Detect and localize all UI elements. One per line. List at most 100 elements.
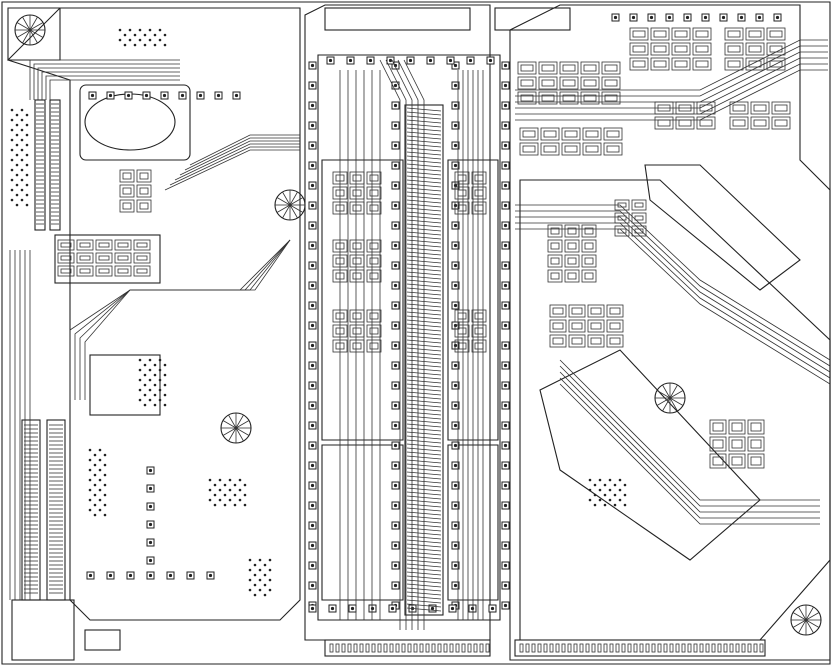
pad-hole bbox=[310, 423, 315, 428]
pad-hole bbox=[503, 243, 508, 248]
chip-inner bbox=[750, 422, 762, 432]
pad-hole bbox=[503, 503, 508, 508]
chip-array bbox=[747, 453, 765, 469]
fiducial-spoke bbox=[656, 390, 671, 399]
pad-hole bbox=[503, 303, 508, 308]
pad-hole bbox=[503, 183, 508, 188]
fiducial-spoke bbox=[805, 619, 820, 628]
connector-pin bbox=[485, 643, 490, 653]
via bbox=[153, 383, 157, 387]
chip-inner bbox=[122, 202, 132, 210]
chip-array bbox=[366, 186, 382, 200]
pad-hole bbox=[757, 15, 762, 20]
chip-array bbox=[547, 239, 563, 253]
pad-hole bbox=[667, 15, 672, 20]
via bbox=[248, 578, 252, 582]
trace bbox=[515, 51, 828, 103]
chip-array bbox=[76, 239, 94, 251]
via bbox=[613, 483, 617, 487]
pad-hole bbox=[503, 123, 508, 128]
via bbox=[15, 173, 19, 177]
via bbox=[118, 28, 122, 32]
chip-array bbox=[745, 27, 765, 41]
chip-inner bbox=[60, 268, 72, 274]
fiducial-spoke bbox=[276, 197, 291, 206]
chip-array bbox=[57, 239, 75, 251]
chip-array bbox=[564, 224, 580, 238]
chip-inner bbox=[139, 172, 149, 180]
chip-array bbox=[766, 27, 786, 41]
via bbox=[148, 398, 152, 402]
trace bbox=[164, 149, 300, 191]
via bbox=[138, 388, 142, 392]
chip-inner bbox=[699, 104, 713, 112]
via bbox=[138, 28, 142, 32]
chip-inner bbox=[674, 45, 688, 53]
chip-inner bbox=[550, 257, 560, 265]
chip-array bbox=[547, 269, 563, 283]
via bbox=[268, 578, 272, 582]
via bbox=[148, 378, 152, 382]
chip-array bbox=[366, 309, 382, 323]
chip-array bbox=[747, 436, 765, 452]
via bbox=[153, 43, 157, 47]
chip-inner bbox=[584, 272, 594, 280]
pad-hole bbox=[388, 58, 393, 63]
chip-inner bbox=[731, 439, 743, 449]
chip-array bbox=[119, 169, 135, 183]
chip-inner bbox=[352, 257, 362, 265]
fiducial-spoke bbox=[22, 16, 31, 31]
chip-array bbox=[582, 142, 602, 156]
connector-pin bbox=[603, 643, 608, 653]
chip-array bbox=[724, 42, 744, 56]
connector-pin bbox=[681, 643, 686, 653]
trace bbox=[74, 239, 291, 400]
pad-hole bbox=[310, 223, 315, 228]
chip-array bbox=[724, 27, 744, 41]
pad-hole bbox=[180, 93, 185, 98]
trace bbox=[397, 59, 419, 630]
chip-inner bbox=[520, 94, 534, 102]
connector-pin bbox=[705, 643, 710, 653]
pad-hole bbox=[393, 123, 398, 128]
chip-inner bbox=[369, 257, 379, 265]
chip-inner bbox=[727, 45, 741, 53]
via bbox=[98, 478, 102, 482]
via bbox=[258, 578, 262, 582]
chip-array bbox=[561, 142, 581, 156]
chip-inner bbox=[567, 242, 577, 250]
connector-pin bbox=[407, 643, 412, 653]
pad-hole bbox=[453, 223, 458, 228]
pad-hole bbox=[148, 558, 153, 563]
pad-hole bbox=[393, 583, 398, 588]
connector-pin bbox=[621, 643, 626, 653]
fiducial-spoke bbox=[16, 29, 31, 38]
fiducial-spoke bbox=[662, 384, 671, 399]
connector-pin bbox=[627, 643, 632, 653]
via bbox=[158, 358, 162, 362]
chip-inner bbox=[98, 255, 110, 261]
via bbox=[163, 43, 167, 47]
chip-inner bbox=[699, 119, 713, 127]
connector-pin bbox=[449, 643, 454, 653]
via bbox=[148, 38, 152, 42]
pad-hole bbox=[390, 606, 395, 611]
via bbox=[238, 488, 242, 492]
pad-hole bbox=[453, 303, 458, 308]
chip-inner bbox=[541, 64, 555, 72]
via bbox=[623, 493, 627, 497]
fiducial-spoke bbox=[235, 427, 250, 436]
pad-hole bbox=[453, 523, 458, 528]
connector-pin bbox=[669, 643, 674, 653]
chip-array bbox=[538, 76, 558, 90]
trace bbox=[84, 239, 291, 400]
chip-inner bbox=[474, 327, 484, 335]
fiducial-spoke bbox=[805, 619, 814, 634]
via bbox=[20, 198, 24, 202]
chip-array bbox=[729, 116, 749, 130]
via bbox=[623, 503, 627, 507]
chip-inner bbox=[117, 255, 129, 261]
chip-array bbox=[349, 269, 365, 283]
connector-pin bbox=[549, 643, 554, 653]
connector-pin bbox=[479, 643, 484, 653]
